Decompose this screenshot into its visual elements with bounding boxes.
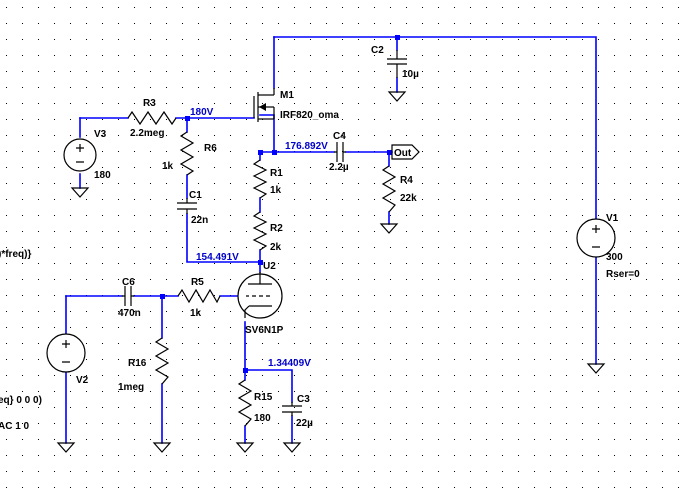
ground-symbol (152, 442, 172, 453)
directive-freq[interactable]: )*freq)} (0, 249, 31, 260)
mosfet-m1[interactable] (253, 88, 275, 122)
resistor-r6[interactable] (179, 131, 195, 176)
voltage-source: 176.892V (285, 141, 328, 152)
r5-value: 1k (190, 308, 202, 319)
r6-name: R6 (204, 143, 217, 154)
c3-value: 22µ (296, 418, 313, 429)
resistor-r5[interactable] (177, 288, 221, 304)
r15-value: 180 (254, 413, 271, 424)
c6-value: 470n (118, 308, 141, 319)
r16-value: 1meg (118, 382, 144, 393)
c1-name: C1 (189, 190, 202, 201)
u2-name: U2 (263, 261, 276, 272)
ground-symbol (282, 442, 302, 453)
ground-symbol (379, 223, 399, 234)
ground-symbol (56, 442, 76, 453)
resistor-r1[interactable] (252, 159, 268, 199)
c6-name: C6 (122, 277, 135, 288)
r2-name: R2 (270, 223, 283, 234)
capacitor-c3[interactable] (282, 402, 302, 416)
r2-value: 2k (270, 242, 282, 253)
v1-name: V1 (606, 213, 619, 224)
resistor-r16[interactable] (154, 337, 170, 385)
c4-name: C4 (333, 131, 346, 142)
c2-name: C2 (371, 45, 384, 56)
resistor-r2[interactable] (252, 211, 268, 251)
c4-value: 2.2µ (329, 162, 349, 173)
r4-name: R4 (400, 175, 413, 186)
u2-value: SV6N1P (245, 325, 284, 336)
c2-value: 10µ (402, 69, 419, 80)
net-label-out-flag[interactable] (391, 144, 420, 160)
r5-name: R5 (191, 277, 204, 288)
voltage-plate: 154.491V (196, 252, 239, 263)
resistor-r3[interactable] (127, 110, 177, 126)
r15-name: R15 (254, 392, 273, 403)
r1-value: 1k (270, 185, 282, 196)
r16-name: R16 (128, 358, 147, 369)
v1-rser: Rser=0 (606, 269, 640, 280)
v1-value: 300 (606, 252, 623, 263)
voltage-source-v1[interactable] (576, 218, 616, 258)
net-label-out: Out (394, 148, 412, 159)
capacitor-c1[interactable] (177, 198, 197, 214)
voltage-gate: 180V (190, 107, 214, 118)
directive-sine[interactable]: eq} 0 0 0) (0, 395, 42, 406)
v3-value: 180 (94, 170, 111, 181)
r1-name: R1 (270, 168, 283, 179)
v2-name: V2 (76, 375, 89, 386)
ground-symbol (586, 363, 606, 374)
r3-value: 2.2meg (130, 128, 164, 139)
ground-symbol (70, 187, 90, 198)
v3-name: V3 (94, 129, 107, 140)
resistor-r4[interactable] (381, 165, 397, 213)
capacitor-c2[interactable] (387, 50, 407, 78)
r3-name: R3 (143, 98, 156, 109)
r6-value: 1k (162, 161, 174, 172)
triode-u2[interactable] (237, 272, 283, 319)
voltage-source-v2[interactable] (46, 333, 86, 373)
c3-name: C3 (297, 394, 310, 405)
m1-name: M1 (280, 90, 294, 101)
m1-value: IRF820_oma (280, 110, 339, 121)
ground-symbol (387, 91, 407, 102)
capacitor-c4[interactable] (334, 142, 346, 162)
r4-value: 22k (400, 193, 417, 204)
directive-ac[interactable]: AC 1 0 (0, 421, 30, 432)
voltage-cathode: 1.34409V (268, 358, 311, 369)
capacitor-c6[interactable] (122, 286, 134, 306)
c1-value: 22n (191, 215, 208, 226)
voltage-source-v3[interactable] (63, 138, 97, 172)
junction-dots (160, 35, 400, 373)
resistor-r15[interactable] (237, 379, 253, 427)
ground-symbol (235, 442, 255, 453)
